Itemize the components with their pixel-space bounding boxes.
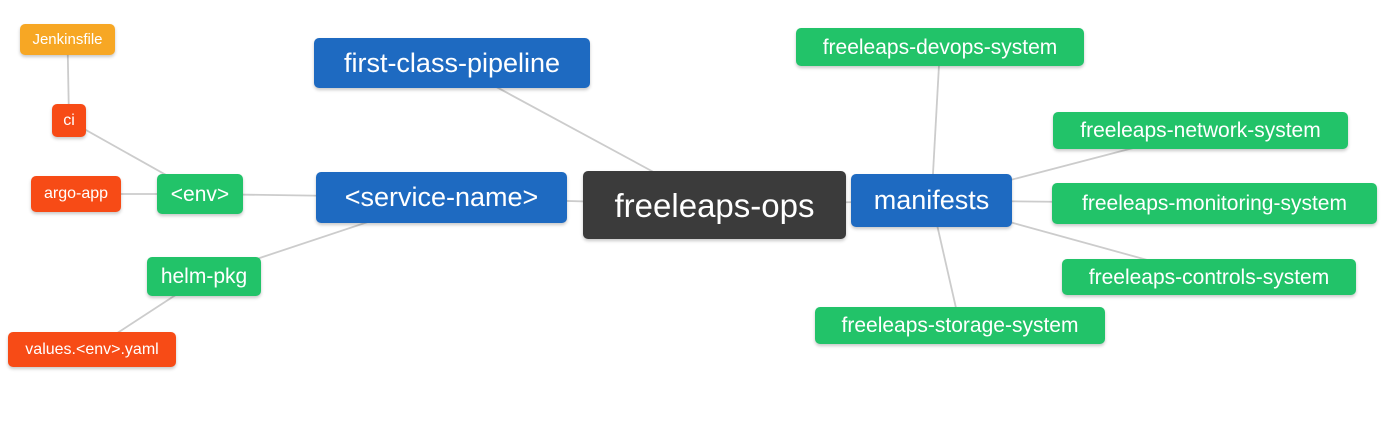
node-freeleaps-monitoring-system[interactable]: freeleaps-monitoring-system <box>1052 183 1377 224</box>
node-manifests[interactable]: manifests <box>851 174 1012 227</box>
node-freeleaps-storage-system[interactable]: freeleaps-storage-system <box>815 307 1105 344</box>
node-service-name[interactable]: <service-name> <box>316 172 567 223</box>
node-ci[interactable]: ci <box>52 104 86 137</box>
node-first-class-pipeline[interactable]: first-class-pipeline <box>314 38 590 88</box>
node-argo-app[interactable]: argo-app <box>31 176 121 212</box>
node-values-env-yaml[interactable]: values.<env>.yaml <box>8 332 176 367</box>
node-helm-pkg[interactable]: helm-pkg <box>147 257 261 296</box>
node-freeleaps-network-system[interactable]: freeleaps-network-system <box>1053 112 1348 149</box>
node-freeleaps-controls-system[interactable]: freeleaps-controls-system <box>1062 259 1356 295</box>
node-freeleaps-ops[interactable]: freeleaps-ops <box>583 171 846 239</box>
node-freeleaps-devops-system[interactable]: freeleaps-devops-system <box>796 28 1084 66</box>
node-jenkinsfile[interactable]: Jenkinsfile <box>20 24 115 55</box>
node-env[interactable]: <env> <box>157 174 243 214</box>
